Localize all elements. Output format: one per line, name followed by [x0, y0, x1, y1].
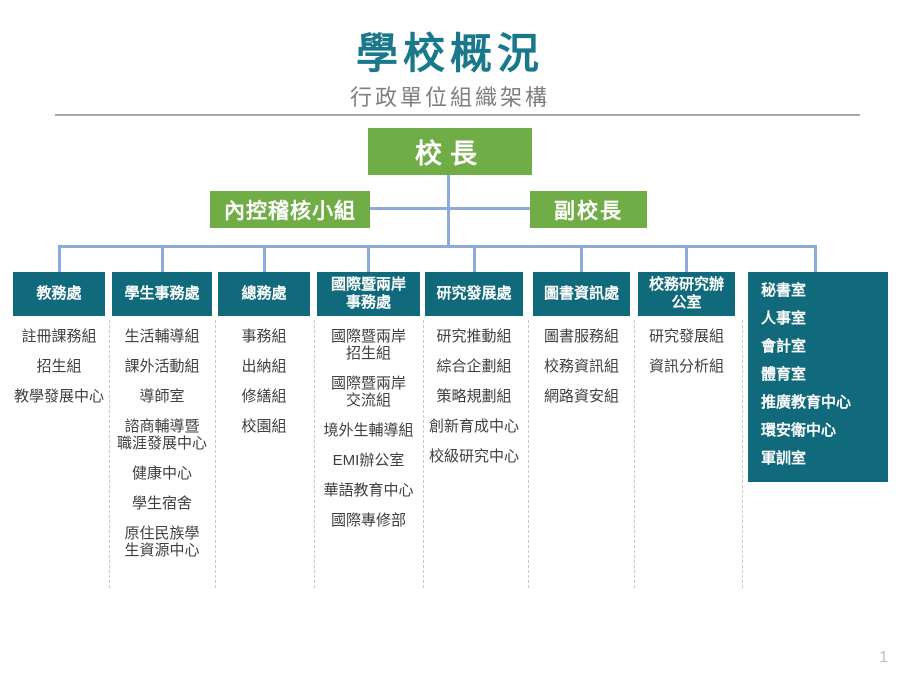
column-separator — [313, 320, 315, 588]
dept-box-5: 圖書資訊處 — [533, 272, 630, 316]
dept-box-3: 國際暨兩岸 事務處 — [317, 272, 420, 316]
staff-office-item: 推廣教育中心 — [761, 394, 852, 411]
org-box-principal: 校長 — [368, 128, 532, 175]
unit-item: 研究推動組 — [436, 328, 512, 345]
dept-units-3: 國際暨兩岸 招生組國際暨兩岸 交流組境外生輔導組 EMI辦公室華語教育中心國際專修… — [313, 328, 424, 542]
dept-units-6: 研究發展組資訊分析組 — [634, 328, 739, 388]
unit-item: 導師室 — [139, 388, 185, 405]
dept-units-5: 圖書服務組校務資訊組網路資安組 — [529, 328, 634, 418]
page-title: 學校概況 — [355, 30, 544, 77]
unit-item: 校級研究中心 — [428, 448, 519, 465]
dept-units-2: 事務組出納組修繕組校園組 — [214, 328, 314, 448]
unit-item: 修繕組 — [241, 388, 287, 405]
unit-item: 綜合企劃組 — [436, 358, 512, 375]
unit-item: 註冊課務組 — [21, 328, 97, 345]
unit-item: 課外活動組 — [124, 358, 200, 375]
page-number: 1 — [879, 649, 888, 666]
unit-item: 圖書服務組 — [543, 328, 619, 345]
unit-item: 學生宿舍 — [131, 495, 192, 512]
dept-units-4: 研究推動組綜合企劃組策略規劃組創新育成中心校級研究中心 — [421, 328, 527, 478]
connector-principal-vertical — [447, 175, 450, 245]
staff-office-item: 體育室 — [761, 366, 807, 383]
staff-offices-box: 秘書室人事室會計室體育室推廣教育中心環安衛中心軍訓室 — [748, 272, 888, 482]
unit-item: 華語教育中心 — [323, 482, 414, 499]
column-separator — [108, 320, 110, 588]
column-separator — [215, 320, 216, 588]
connector-drop-vertical — [262, 245, 266, 272]
title-divider — [55, 114, 860, 116]
dept-box-4: 研究發展處 — [425, 272, 523, 316]
connector-drop-vertical — [160, 245, 164, 272]
unit-item: 研究發展組 — [648, 328, 724, 345]
dept-box-6: 校務研究辦 公室 — [638, 272, 735, 316]
unit-item: 校務資訊組 — [543, 358, 619, 375]
dept-box-1: 學生事務處 — [112, 272, 212, 316]
unit-item: 健康中心 — [131, 465, 192, 482]
unit-item: 策略規劃組 — [436, 388, 512, 405]
unit-item: 國際專修部 — [330, 512, 406, 529]
unit-item: EMI辦公室 — [332, 452, 405, 469]
connector-drop-vertical — [472, 245, 476, 272]
dept-box-0: 教務處 — [13, 272, 105, 316]
connector-drop-vertical — [367, 245, 370, 272]
unit-item: 招生組 — [36, 358, 82, 375]
unit-item: 網路資安組 — [543, 388, 619, 405]
dept-box-2: 總務處 — [218, 272, 310, 316]
column-separator — [634, 320, 635, 588]
staff-office-item: 會計室 — [761, 338, 807, 355]
column-separator — [422, 320, 424, 588]
staff-office-item: 秘書室 — [761, 282, 807, 299]
staff-office-item: 環安衛中心 — [761, 422, 837, 439]
connector-bus-horizontal — [57, 245, 817, 248]
column-separator — [528, 320, 529, 588]
unit-item: 諮商輔導暨 職涯發展中心 — [116, 418, 207, 452]
unit-item: 原住民族學 生資源中心 — [124, 525, 200, 559]
column-separator — [741, 320, 743, 588]
unit-item: 境外生輔導組 — [323, 422, 414, 439]
unit-item: 教學發展中心 — [13, 388, 104, 405]
unit-item: 國際暨兩岸 交流組 — [330, 375, 406, 409]
connector-wing-horizontal — [370, 207, 530, 210]
dept-units-0: 註冊課務組招生組教學發展中心 — [9, 328, 109, 418]
page-subtitle: 行政單位組織架構 — [349, 85, 550, 110]
connector-drop-vertical — [813, 245, 817, 272]
unit-item: 國際暨兩岸 招生組 — [330, 328, 406, 362]
staff-office-item: 人事室 — [761, 310, 807, 327]
org-box-vice-principal: 副校長 — [530, 191, 647, 228]
dept-units-1: 生活輔導組課外活動組導師室諮商輔導暨 職涯發展中心健康中心學生宿舍原住民族學 生… — [108, 328, 216, 572]
connector-drop-vertical — [580, 245, 583, 272]
unit-item: 校園組 — [241, 418, 287, 435]
unit-item: 資訊分析組 — [648, 358, 724, 375]
connector-drop-vertical — [57, 245, 61, 272]
org-box-internal-audit: 內控稽核小組 — [210, 191, 370, 228]
connector-drop-vertical — [685, 245, 688, 272]
unit-item: 創新育成中心 — [428, 418, 519, 435]
staff-office-item: 軍訓室 — [761, 450, 807, 467]
unit-item: 出納組 — [241, 358, 287, 375]
unit-item: 生活輔導組 — [124, 328, 200, 345]
unit-item: 事務組 — [241, 328, 287, 345]
